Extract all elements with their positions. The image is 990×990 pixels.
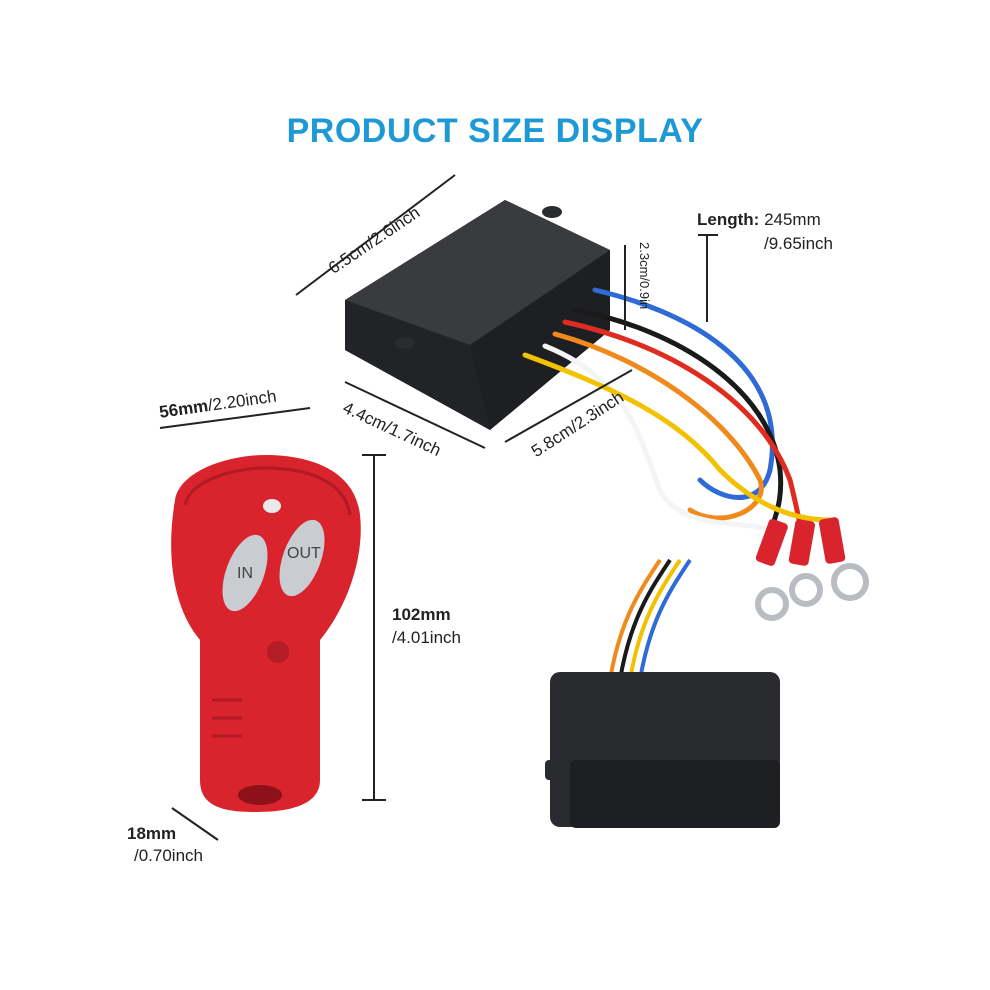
remote-height-inch: /4.01inch: [392, 628, 461, 647]
receiver-box-icon: [345, 200, 610, 430]
ring-terminal-icon: [755, 517, 869, 621]
wire-length-mm: 245mm: [764, 210, 821, 229]
page-title: PRODUCT SIZE DISPLAY: [286, 112, 704, 150]
dimension-lines: [159, 174, 718, 841]
remote-height-mm: 102mm: [392, 605, 451, 624]
wire-length-label: Length: 245mm: [697, 210, 821, 229]
receiver-height-label: 2.3cm/0.9in: [637, 242, 652, 310]
wire-length-key: Length: [697, 210, 754, 229]
remote-thickness-inch: /0.70inch: [134, 846, 203, 865]
wire-length-inch: /9.65inch: [764, 234, 833, 253]
remote-out-button-label: OUT: [287, 545, 321, 562]
remote-in-button-label: IN: [237, 565, 253, 582]
receiver-box-icon: [545, 558, 780, 828]
remote-control-icon: [171, 455, 361, 812]
remote-thickness-mm: 18mm: [127, 824, 177, 843]
